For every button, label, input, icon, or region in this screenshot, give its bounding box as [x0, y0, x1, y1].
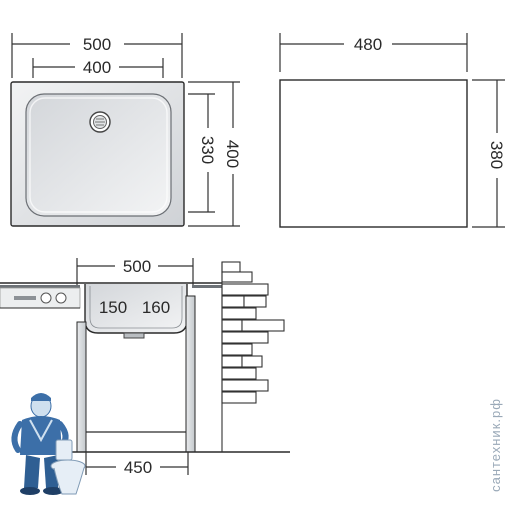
- drain-icon: [89, 111, 111, 133]
- toilet-icon: [50, 439, 86, 495]
- outer-depth-dimension: 400: [188, 81, 242, 227]
- inner-width-dimension: 400: [32, 58, 164, 78]
- stove-controls: [14, 292, 67, 304]
- cabinet-height-label: 380: [487, 141, 506, 169]
- section-bottom-width-label: 450: [124, 458, 152, 477]
- site-watermark: сантехник.рф: [488, 398, 503, 492]
- inner-depth-dimension: 330: [188, 93, 217, 213]
- countertop: [0, 282, 222, 309]
- cabinet-side-walls: [20, 295, 290, 453]
- section-view: 500 150 160: [0, 257, 290, 477]
- outer-width-label: 500: [83, 35, 111, 54]
- right-bowl-label: 160: [142, 298, 170, 317]
- section-top-width-label: 500: [123, 257, 151, 276]
- cabinet-view: 480 380: [279, 33, 506, 228]
- cabinet-height-dimension: 380: [472, 79, 506, 228]
- sink-section: 150 160: [84, 284, 188, 339]
- brick-wall: [221, 261, 285, 452]
- cabinet-outline: [279, 79, 468, 228]
- section-bottom-width-dimension: 450: [85, 452, 189, 477]
- sink-bowl: [25, 93, 172, 217]
- inner-width-label: 400: [83, 58, 111, 77]
- cabinet-width-dimension: 480: [279, 33, 468, 72]
- outer-depth-label: 400: [223, 140, 242, 168]
- left-bowl-label: 150: [99, 298, 127, 317]
- section-top-width-dimension: 500: [76, 257, 194, 285]
- outer-width-dimension: 500: [11, 33, 183, 78]
- cabinet-width-label: 480: [354, 35, 382, 54]
- inner-depth-label: 330: [198, 136, 217, 164]
- top-view: 500 400 330: [10, 33, 242, 227]
